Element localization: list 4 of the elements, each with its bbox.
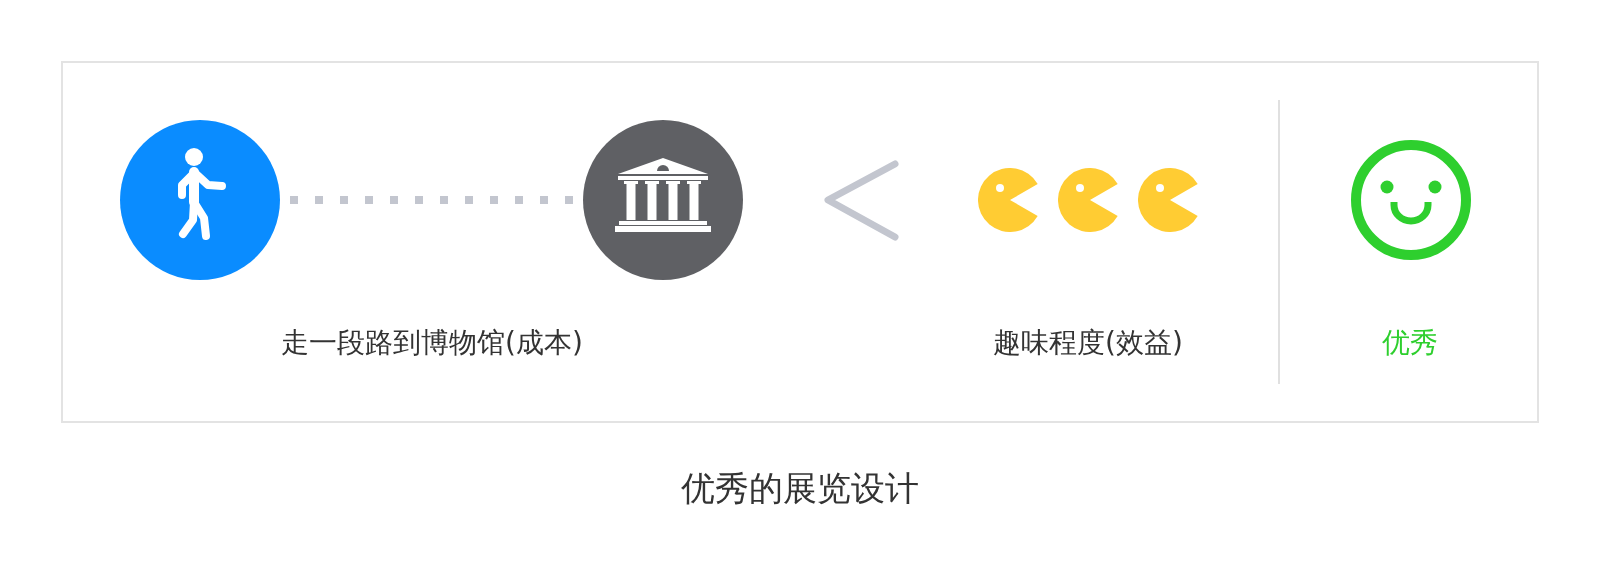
text-label: 趣味程度(效益) bbox=[993, 326, 1183, 360]
text-label: 走一段路到博物馆(成本) bbox=[281, 326, 583, 360]
caption: 优秀的展览设计 bbox=[681, 467, 919, 509]
text-label: 优秀 bbox=[1382, 326, 1438, 360]
